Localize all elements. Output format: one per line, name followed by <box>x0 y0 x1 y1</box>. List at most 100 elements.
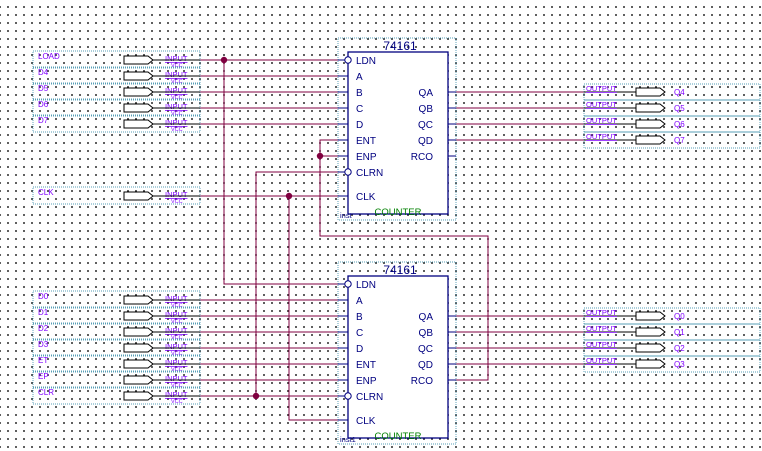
input-arrow-icon <box>123 295 154 305</box>
vcc-label: VCC <box>171 95 183 101</box>
pin-label-qb: QB <box>419 104 434 115</box>
enable-tie-wire <box>319 139 338 157</box>
pin-name: Q4 <box>674 88 685 97</box>
part-number: 74161 <box>383 39 417 53</box>
output-arrow-icon <box>635 135 666 145</box>
pin-name: Q5 <box>674 104 685 113</box>
output-label: OUTPUT <box>586 324 617 333</box>
pin-name: D5 <box>38 84 49 93</box>
chip-inst: 74161LDNABCDENTENPCLRNCLKQAQBQCQDRCOinst… <box>337 37 457 221</box>
output-pin-q7: OUTPUT Q7 <box>583 131 761 149</box>
vcc-label: VCC <box>171 367 183 373</box>
input-arrow-icon <box>123 87 154 97</box>
instance-name: inst <box>340 211 353 220</box>
wires <box>200 56 584 421</box>
instance-name: inst1 <box>340 435 356 444</box>
pin-name: Q1 <box>674 328 685 337</box>
input-arrow-icon <box>123 359 154 369</box>
chip-inst1: 74161LDNABCDENTENPCLRNCLKQAQBQCQDRCOinst… <box>337 261 457 445</box>
output-label: OUTPUT <box>586 132 617 141</box>
output-arrow-icon <box>635 359 666 369</box>
junction-node <box>285 192 293 200</box>
carry-wire <box>319 156 489 381</box>
output-arrow-icon <box>635 87 666 97</box>
pin-label-b: B <box>356 312 363 323</box>
input-label: INPUT <box>165 374 188 383</box>
output-label: OUTPUT <box>586 308 617 317</box>
chip-footer: COUNTER <box>375 431 422 442</box>
pin-label-clrn: CLRN <box>356 168 383 179</box>
input-arrow-icon <box>123 55 154 65</box>
chip-body <box>347 275 449 439</box>
input-label: INPUT <box>165 70 188 79</box>
clr-branch-wire <box>255 171 338 396</box>
input-label: INPUT <box>165 102 188 111</box>
pin-name: Q2 <box>674 344 685 353</box>
vcc-label: VCC <box>171 199 183 205</box>
pin-label-qa: QA <box>419 312 434 323</box>
pin-name: Q0 <box>674 312 685 321</box>
input-arrow-icon <box>123 327 154 337</box>
input-label: INPUT <box>165 86 188 95</box>
pin-name: D7 <box>38 116 49 125</box>
junction-node <box>252 392 260 400</box>
pin-name: ET <box>38 356 48 365</box>
input-arrow-icon <box>123 375 154 385</box>
input-arrow-icon <box>123 311 154 321</box>
input-arrow-icon <box>123 71 154 81</box>
junction-node <box>220 56 228 64</box>
pin-name: Q7 <box>674 136 685 145</box>
pin-label-d: D <box>356 120 363 131</box>
input-label: INPUT <box>165 358 188 367</box>
vcc-label: VCC <box>171 351 183 357</box>
pin-label-qa: QA <box>419 88 434 99</box>
pin-label-ldn: LDN <box>356 56 376 67</box>
output-arrow-icon <box>635 103 666 113</box>
input-arrow-icon <box>123 391 154 401</box>
input-label: INPUT <box>165 190 188 199</box>
pin-label-a: A <box>356 72 363 83</box>
pin-label-a: A <box>356 296 363 307</box>
input-arrow-icon <box>123 343 154 353</box>
pin-label-clrn: CLRN <box>356 392 383 403</box>
vcc-label: VCC <box>171 111 183 117</box>
pin-label-ent: ENT <box>356 136 376 147</box>
pin-label-rco: RCO <box>411 376 433 387</box>
vcc-label: VCC <box>171 303 183 309</box>
output-label: OUTPUT <box>586 340 617 349</box>
pin-name: D3 <box>38 340 49 349</box>
input-label: INPUT <box>165 342 188 351</box>
inversion-bubble <box>344 168 352 176</box>
output-pin-q0: OUTPUT Q0 <box>583 307 761 325</box>
output-label: OUTPUT <box>586 356 617 365</box>
vcc-label: VCC <box>171 319 183 325</box>
chip-footer: COUNTER <box>375 207 422 218</box>
output-arrow-icon <box>635 327 666 337</box>
pin-name: LOAD <box>38 52 60 61</box>
input-label: INPUT <box>165 118 188 127</box>
input-arrow-icon <box>123 103 154 113</box>
output-label: OUTPUT <box>586 84 617 93</box>
pin-name: D0 <box>38 292 49 301</box>
load-branch-wire <box>223 60 338 285</box>
pin-label-qc: QC <box>418 344 433 355</box>
pin-label-enp: ENP <box>356 152 377 163</box>
input-arrow-icon <box>123 119 154 129</box>
part-number: 74161 <box>383 263 417 277</box>
input-label: INPUT <box>165 294 188 303</box>
pin-label-rco: RCO <box>411 152 433 163</box>
